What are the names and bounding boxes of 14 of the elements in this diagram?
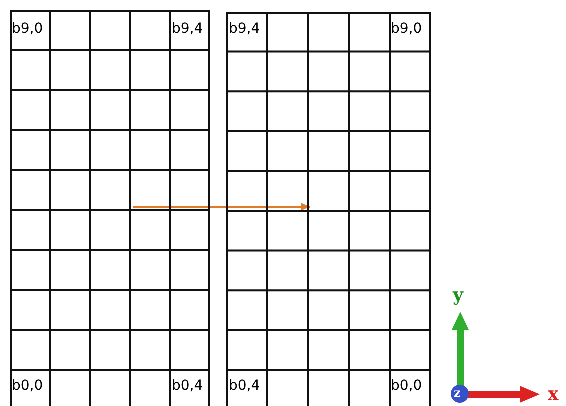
- cell-label: b9,0: [12, 21, 44, 37]
- arrow: [133, 203, 310, 211]
- grid-table: [10, 10, 210, 406]
- cell-label: b0,0: [391, 378, 422, 394]
- cell-label: b9,4: [172, 21, 204, 37]
- cell-label: b0,4: [172, 378, 204, 394]
- cell-label: b9,4: [229, 21, 260, 37]
- grid-table: [226, 12, 431, 406]
- axis-label: x: [548, 385, 559, 405]
- axis-label: y: [453, 286, 464, 306]
- cell-label: b0,0: [12, 378, 44, 394]
- cell-label: b0,4: [229, 378, 260, 394]
- cell-label: b9,0: [391, 21, 422, 37]
- axis-label: z: [454, 386, 461, 400]
